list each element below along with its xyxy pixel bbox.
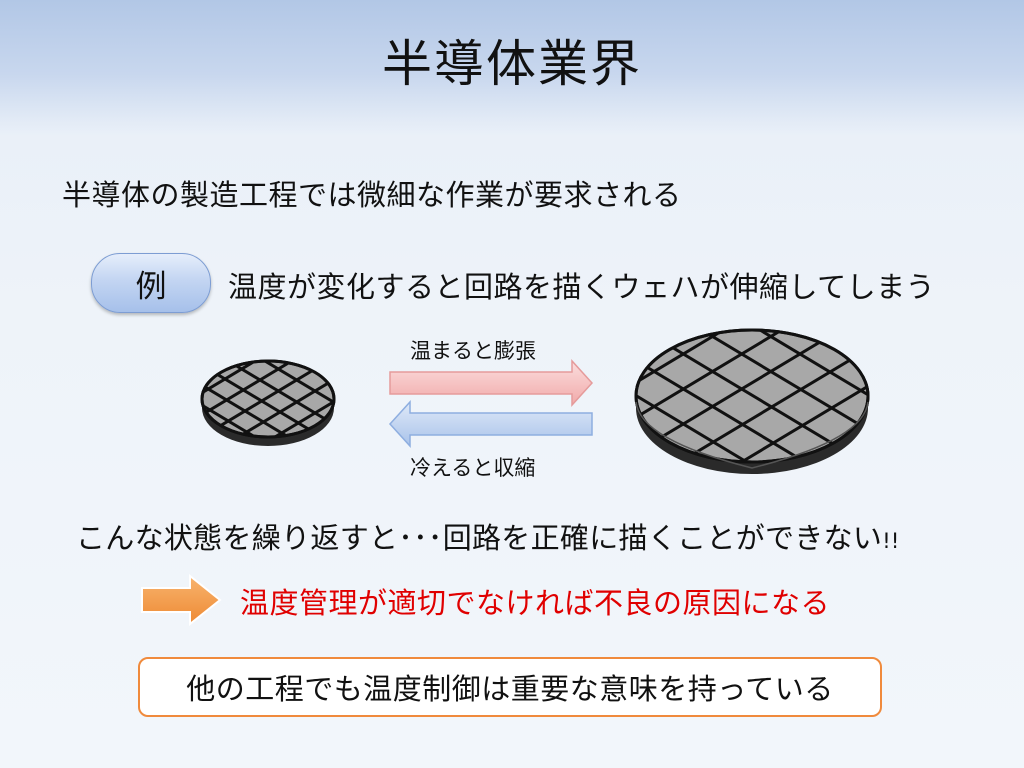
small-wafer-icon	[200, 359, 336, 446]
large-wafer-icon	[634, 328, 870, 474]
repeat-text-main: こんな状態を繰り返すと･･･回路を正確に描くことができない	[76, 521, 883, 555]
title-band	[0, 0, 1024, 135]
shrink-label: 冷えると収縮	[410, 456, 536, 480]
shrink-arrow-icon	[388, 400, 593, 448]
orange-arrow-icon	[141, 573, 222, 627]
example-badge-label: 例	[135, 268, 167, 305]
warning-text: 温度管理が適切でなければ不良の原因になる	[240, 586, 831, 620]
example-text: 温度が変化すると回路を描くウェハが伸縮してしまう	[228, 270, 936, 304]
expand-label: 温まると膨張	[410, 339, 536, 363]
example-badge: 例	[91, 253, 211, 313]
repeat-exclaim: !!	[882, 529, 900, 553]
conclusion-text: 他の工程でも温度制御は重要な意味を持っている	[186, 672, 834, 706]
expand-arrow-icon	[389, 359, 594, 407]
intro-text: 半導体の製造工程では微細な作業が要求される	[62, 178, 682, 212]
conclusion-box: 他の工程でも温度制御は重要な意味を持っている	[138, 657, 882, 717]
repeat-text: こんな状態を繰り返すと･･･回路を正確に描くことができない!!	[76, 515, 900, 557]
slide-title: 半導体業界	[382, 35, 642, 93]
